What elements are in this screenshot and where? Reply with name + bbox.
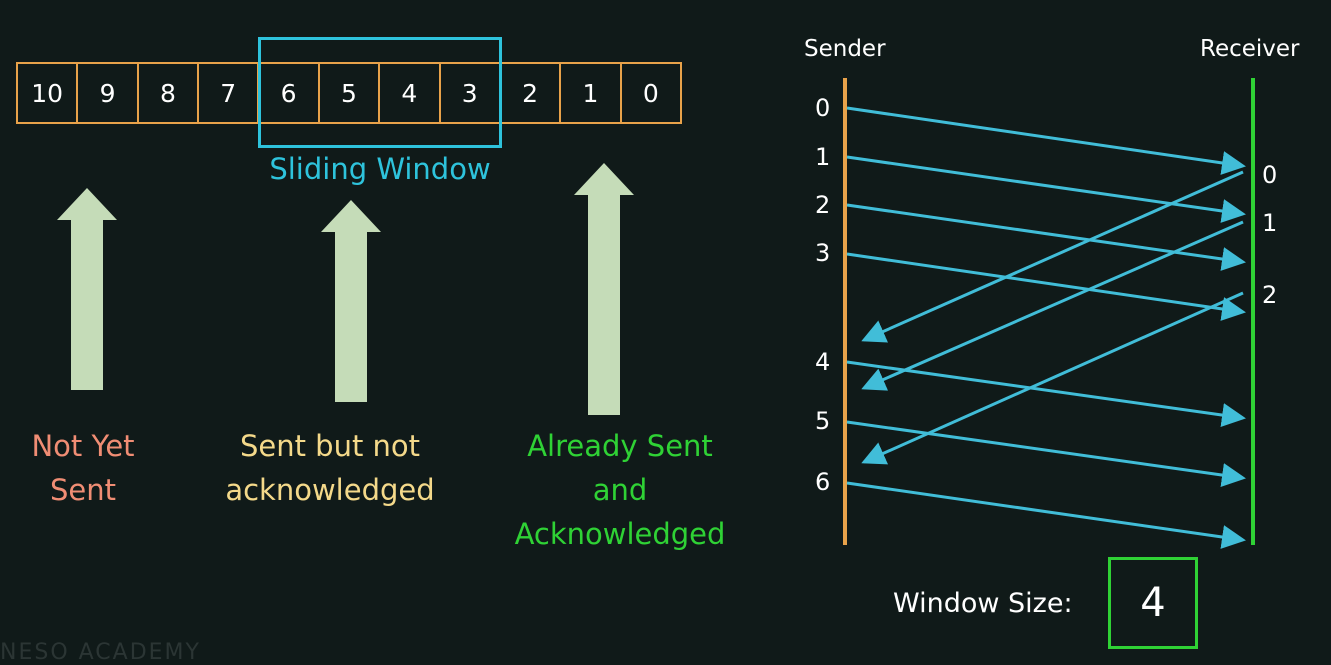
frame-strip: 10 9 8 7 6 5 4 3 2 1 0	[16, 62, 682, 124]
already-ack-up-arrow-icon	[574, 163, 634, 415]
frame-cell: 0	[642, 78, 659, 108]
frame-arrow-4	[846, 360, 1246, 427]
sender-seq-6: 6	[815, 468, 830, 496]
legend-line: and	[592, 473, 648, 507]
legend-line: Sent but not	[239, 429, 421, 463]
frame-arrow-6	[846, 481, 1246, 549]
sliding-window-box	[258, 37, 502, 148]
ack-arrow-1	[861, 220, 1244, 391]
frame-arrow-5	[846, 420, 1246, 487]
ack-arrow-2	[861, 291, 1244, 465]
not-yet-sent-up-arrow-icon	[57, 188, 117, 390]
sender-seq-3: 3	[815, 239, 830, 267]
legend-line: Sent	[49, 473, 116, 507]
receiver-seq-1: 1	[1262, 209, 1277, 237]
frame-cell: 8	[139, 64, 200, 122]
legend-line: Not Yet	[31, 429, 135, 463]
frame-cell: 4	[380, 64, 441, 122]
window-size-label: Window Size:	[893, 588, 1073, 619]
sender-label: Sender	[804, 36, 886, 62]
frame-cell: 1	[561, 64, 622, 122]
frame-arrow-2	[846, 203, 1246, 271]
window-size-value: 4	[1108, 557, 1198, 649]
frame-cell: 2	[501, 64, 562, 122]
frame-arrow-3	[846, 252, 1246, 321]
sent-not-ack-up-arrow-icon	[321, 200, 381, 402]
sender-seq-0: 0	[815, 94, 830, 122]
sender-seq-5: 5	[815, 407, 830, 435]
sender-seq-2: 2	[815, 191, 830, 219]
legend-already-acknowledged: Already Sent and Acknowledged	[490, 424, 750, 556]
sender-seq-1: 1	[815, 143, 830, 171]
legend-line: Acknowledged	[514, 517, 726, 551]
receiver-label: Receiver	[1200, 36, 1300, 62]
legend-line: Already Sent	[527, 429, 713, 463]
sender-seq-4: 4	[815, 348, 830, 376]
sliding-window-label: Sliding Window	[269, 152, 491, 186]
ack-arrow-0	[861, 170, 1244, 343]
legend-line: acknowledged	[225, 473, 435, 507]
frame-arrow-1	[846, 155, 1246, 223]
legend-sent-not-acknowledged: Sent but not acknowledged	[200, 424, 460, 512]
receiver-seq-0: 0	[1262, 161, 1277, 189]
frame-arrow-0	[846, 106, 1246, 175]
frame-cell: 6	[259, 64, 320, 122]
receiver-seq-2: 2	[1262, 281, 1277, 309]
frame-cell: 10	[18, 64, 79, 122]
legend-not-yet-sent: Not Yet Sent	[8, 424, 158, 512]
frame-cell: 9	[78, 64, 139, 122]
frame-cell: 5	[320, 64, 381, 122]
watermark: NESO ACADEMY	[0, 640, 201, 665]
